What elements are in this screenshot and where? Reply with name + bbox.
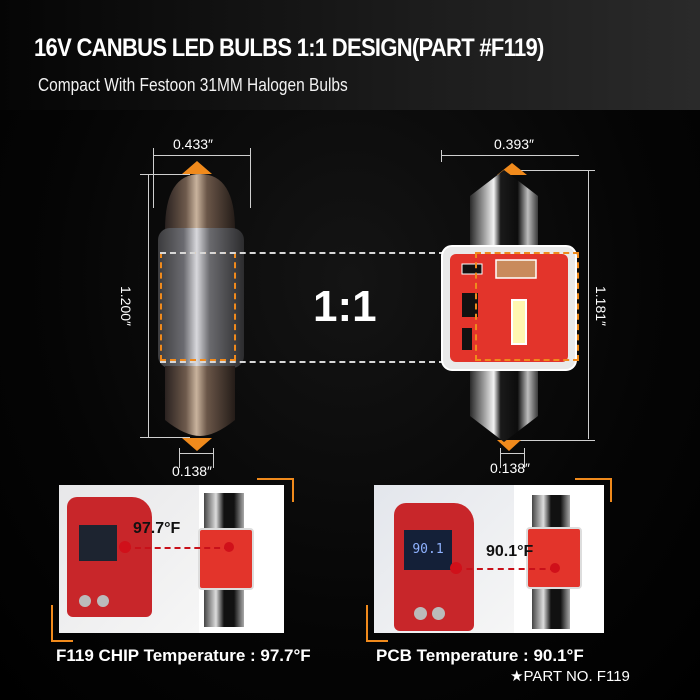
panel-corner-accent [366,605,388,642]
pcb-temperature-photo: 90.1 90.1°F [374,485,604,633]
halogen-length-label: 1.200″ [118,286,134,326]
led-length-dimension-line [588,171,589,439]
led-tip-width-label: 0.138″ [490,460,530,476]
panel-corner-accent [575,478,612,502]
thermometer-screen: 90.1 [404,530,452,570]
measurement-line [125,547,230,549]
measure-dot [450,562,462,574]
bottom-tip-marker-icon [182,438,212,451]
led-tip-dimension-line [500,453,524,454]
led-dim-extension-bottom [520,440,595,441]
panel-corner-accent [51,605,73,642]
tip-dimension-line [179,453,213,454]
chip-temperature-caption: F119 CHIP Temperature : 97.7°F [56,646,311,665]
halogen-bulb-icon [158,174,244,436]
led-length-label: 1.181″ [593,286,609,326]
dim-extension-right [250,148,251,208]
measure-dot [224,542,234,552]
dim-extension-top [140,174,190,175]
measurement-line [456,568,556,570]
panel-corner-accent [257,478,294,502]
led-dim-extension-top [520,170,595,171]
led-width-dimension-line [441,155,579,156]
dim-extension-bottom [140,437,190,438]
header-banner [0,0,700,110]
page-subtitle: Compact With Festoon 31MM Halogen Bulbs [38,75,348,95]
measure-dot [119,541,131,553]
tip-extension-left [179,448,180,468]
led-tip-extension-right [524,448,525,468]
comparison-guide-top [160,252,445,254]
led-bottom-tip-marker-icon [497,440,521,451]
page-title: 16V CANBUS LED BULBS 1:1 DESIGN(PART #F1… [34,34,544,62]
halogen-tip-width-label: 0.138″ [172,463,212,479]
dim-extension-left [153,148,154,208]
chip-temp-reading: 97.7°F [133,520,181,537]
halogen-core-outline [160,252,236,361]
led-width-label: 0.393″ [494,136,534,152]
pcb-icon [198,528,254,590]
led-tip-extension-left [500,448,501,468]
width-dimension-line [153,155,250,156]
comparison-guide-bottom [160,361,445,363]
pcb-temperature-caption: PCB Temperature : 90.1°F [376,646,584,665]
led-core-outline [475,252,579,361]
thermometer-screen [79,525,117,561]
length-dimension-line [148,175,149,437]
ratio-label: 1:1 [313,282,377,331]
pcb-temp-reading: 90.1°F [486,543,534,560]
measure-dot [550,563,560,573]
tip-extension-right [213,448,214,468]
led-dim-extension-left [441,150,442,162]
part-number: ★PART NO. F119 [510,668,630,685]
halogen-width-label: 0.433″ [173,136,213,152]
pcb-icon [526,527,582,589]
top-tip-marker-icon [182,161,212,174]
chip-temperature-photo: 97.7°F [59,485,284,633]
